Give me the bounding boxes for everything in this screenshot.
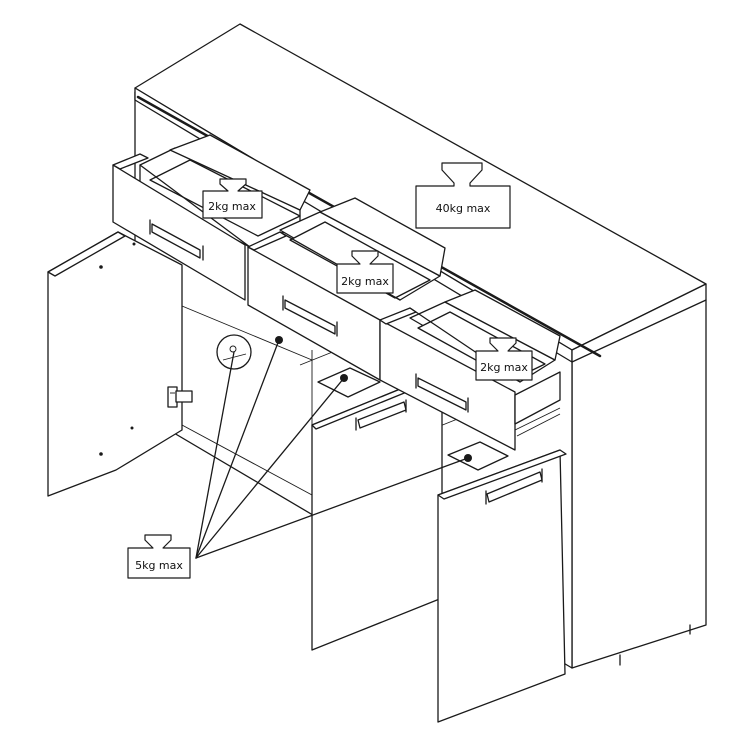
drawer-handle-right <box>415 373 469 413</box>
door-handle-right <box>485 468 543 505</box>
top-load-label: 40kg max <box>436 202 491 215</box>
right-door <box>437 449 567 723</box>
door-handle-middle <box>355 399 407 431</box>
shelf-pin-marker <box>275 336 283 344</box>
drawer-handle-middle <box>282 295 338 337</box>
weight-icon: 2kg max <box>336 250 394 294</box>
weight-icon: 2kg max <box>475 337 533 381</box>
drawer-handle-left <box>149 219 204 261</box>
shelf-load-leaders <box>195 336 472 559</box>
hinge-icon <box>167 386 193 408</box>
left-door <box>47 231 193 497</box>
weight-icon: 2kg max <box>202 178 263 219</box>
shelf-pin-marker <box>464 454 472 462</box>
shelf-load-label: 5kg max <box>135 559 183 572</box>
drawer-middle-load-label: 2kg max <box>341 275 389 288</box>
weight-icon: 40kg max <box>415 162 511 229</box>
drawer-right-load-label: 2kg max <box>480 361 528 374</box>
drawer-left-load-label: 2kg max <box>208 200 256 213</box>
weight-icon: 5kg max <box>127 534 191 579</box>
shelf-pin-marker <box>340 374 348 382</box>
